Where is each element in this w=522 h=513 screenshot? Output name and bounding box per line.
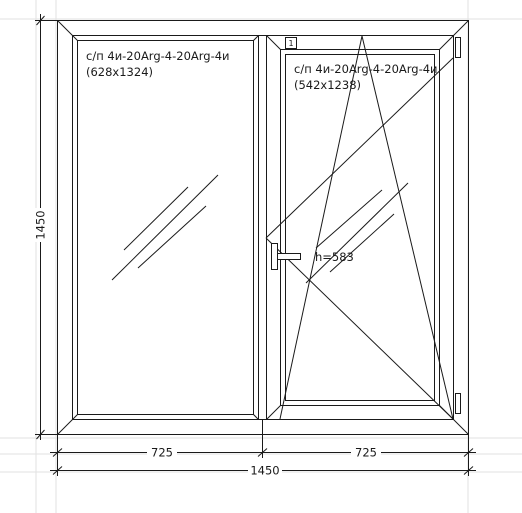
- hinge-bottom: [455, 393, 461, 414]
- left-pane-size: (628x1324): [86, 65, 153, 79]
- left-fixed-pane: [72, 35, 259, 420]
- horizontal-dimension-labels: 725 725 1450: [147, 446, 381, 478]
- horizontal-dimensions: [50, 420, 476, 476]
- sash-number: 1: [288, 39, 293, 48]
- opening-scheme-lines: [265, 35, 454, 420]
- glass-reflection-left: [111, 174, 219, 281]
- dim-total-height: 1450: [34, 210, 48, 239]
- dim-left-section-width: 725: [151, 446, 173, 460]
- handle-height-label: h=583: [315, 250, 354, 264]
- handle: [271, 243, 301, 270]
- right-sash: [266, 35, 454, 420]
- dim-total-width: 1450: [250, 464, 279, 478]
- sash-number-marker: 1: [285, 37, 297, 49]
- outer-frame: [57, 20, 469, 435]
- right-pane-size: (542x1238): [294, 78, 361, 92]
- dim-right-section-width: 725: [355, 446, 377, 460]
- vertical-dimension-label: 1450: [34, 208, 48, 242]
- hinge-top: [455, 37, 461, 58]
- mullion: [258, 35, 267, 420]
- left-pane-formula: с/п 4и-20Arg-4-20Arg-4и: [86, 49, 230, 63]
- glass-reflection-right: [305, 182, 409, 284]
- right-pane-formula: с/п 4и-20Arg-4-20Arg-4и: [294, 62, 438, 76]
